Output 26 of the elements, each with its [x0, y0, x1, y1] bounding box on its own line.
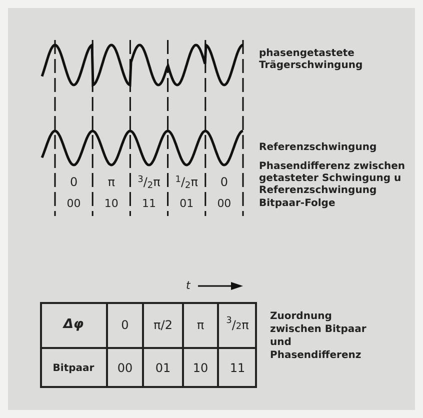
label-text: 11	[140, 197, 157, 210]
label-text: π	[106, 175, 116, 189]
table-cell: 11	[218, 348, 257, 388]
label-text: $^{1}$/$_{2}$π	[174, 175, 199, 189]
table-cell: π	[183, 302, 218, 348]
label-text: 0	[68, 175, 79, 189]
label-text: Zuordnung zwischen Bitpaar und Phasendifferenz	[270, 310, 368, 362]
table-cell: Bitpaar	[40, 348, 107, 388]
label-text: $^{3}$/$_{2}$π	[136, 175, 162, 189]
label-text: 0	[219, 175, 229, 189]
label-text: Referenzschwingung	[259, 142, 378, 154]
label-text: phasengetastete Trägerschwingung	[259, 48, 364, 72]
table-cell: 10	[183, 348, 218, 388]
label-text: 10	[103, 197, 120, 210]
table-cell: 00	[107, 348, 143, 388]
label-text: Phasendifferenz zwischen getasteter Schwingung u Referenzschwingung	[259, 161, 406, 197]
table-cell: 01	[143, 348, 183, 388]
label-text: 00	[66, 197, 82, 210]
table-cell: $^{3}$/$_{2}$π	[218, 302, 257, 348]
table-cell: 0	[107, 302, 143, 348]
table-cell: Δφ	[40, 302, 107, 348]
label-text: Bitpaar-Folge	[259, 198, 336, 210]
label-text: 00	[216, 197, 232, 210]
table-cell: π/2	[143, 302, 183, 348]
label-text: 01	[178, 197, 195, 210]
label-text: t	[186, 279, 190, 292]
